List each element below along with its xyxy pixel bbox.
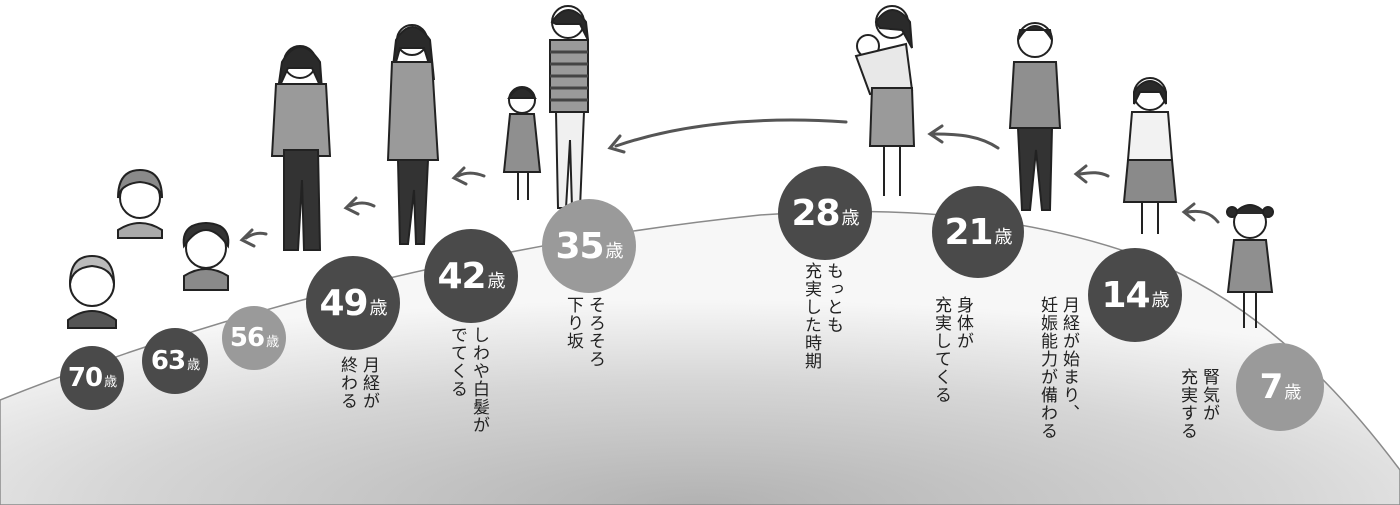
note-age-7: 腎気が 充実する xyxy=(1177,368,1219,440)
note-age-28: もっとも 充実した時期 xyxy=(801,262,843,370)
figure-age-56 xyxy=(182,222,230,291)
note-age-14: 月経が始まり、 妊娠能力が備わる xyxy=(1037,296,1079,440)
note-age-35: そろそろ 下り坂 xyxy=(563,296,605,368)
note-age-49: 月経が 終わる xyxy=(337,356,379,410)
note-age-21: 身体が 充実してくる xyxy=(931,296,973,404)
figure-age-7 xyxy=(1226,204,1274,328)
figure-age-28 xyxy=(854,5,916,196)
note-age-42: しわや白髪が でてくる xyxy=(447,326,489,434)
figure-age-42 xyxy=(386,24,440,245)
figure-age-35 xyxy=(502,5,589,209)
figure-age-49 xyxy=(270,45,332,251)
figure-age-70 xyxy=(67,254,117,329)
figure-age-14 xyxy=(1122,77,1178,234)
figure-age-63 xyxy=(117,168,163,239)
figure-age-21 xyxy=(1008,22,1062,211)
